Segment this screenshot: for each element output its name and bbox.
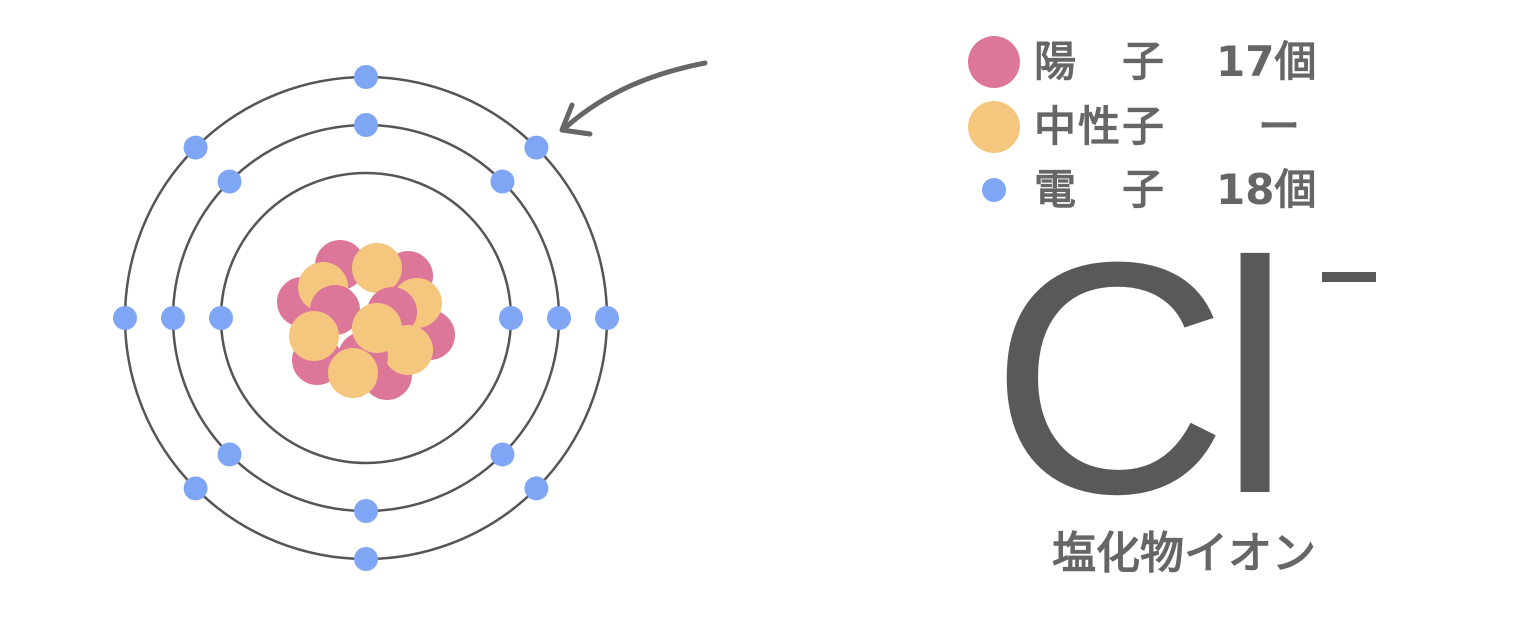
electron [499, 306, 523, 330]
arrow-head-icon [559, 102, 593, 137]
neutron [289, 311, 339, 361]
electron [547, 306, 571, 330]
neutron [352, 243, 402, 293]
electron [183, 135, 208, 160]
electron [490, 169, 515, 194]
neutron [352, 303, 402, 353]
neutron-dot-icon [968, 101, 1020, 153]
electron [595, 306, 619, 330]
electron [161, 306, 185, 330]
electron [217, 442, 242, 467]
proton-dot-icon [968, 36, 1020, 88]
electron [524, 135, 549, 160]
electron [209, 306, 233, 330]
legend-label: 中性子 [1034, 102, 1167, 151]
ion-symbol: Cl [990, 193, 1292, 562]
neutron [328, 348, 378, 398]
arrow-icon [562, 60, 708, 131]
legend-count: 18個 [1216, 165, 1317, 214]
electron [524, 476, 549, 501]
electron [354, 499, 378, 523]
electron [183, 476, 208, 501]
legend-proton: 陽 子 17個 [968, 34, 1316, 90]
nucleus [277, 240, 455, 400]
electron [354, 65, 378, 89]
electron [217, 169, 242, 194]
electron [354, 547, 378, 571]
legend-count: 17個 [1216, 37, 1317, 86]
legend-label: 陽 子 [1034, 37, 1167, 86]
ion-charge [1322, 272, 1376, 282]
legend-electron: 電 子 18個 [968, 162, 1316, 218]
electrons [113, 65, 619, 571]
legend-label: 電 子 [1034, 165, 1167, 214]
electron-dot-icon [982, 178, 1006, 202]
ion-name: 塩化物イオン [1052, 528, 1316, 579]
electron [354, 113, 378, 137]
legend-neutron: 中性子 ー [968, 99, 1300, 155]
legend-count: ー [1258, 102, 1301, 151]
electron [113, 306, 137, 330]
atom-diagram [113, 60, 708, 571]
electron [490, 442, 515, 467]
